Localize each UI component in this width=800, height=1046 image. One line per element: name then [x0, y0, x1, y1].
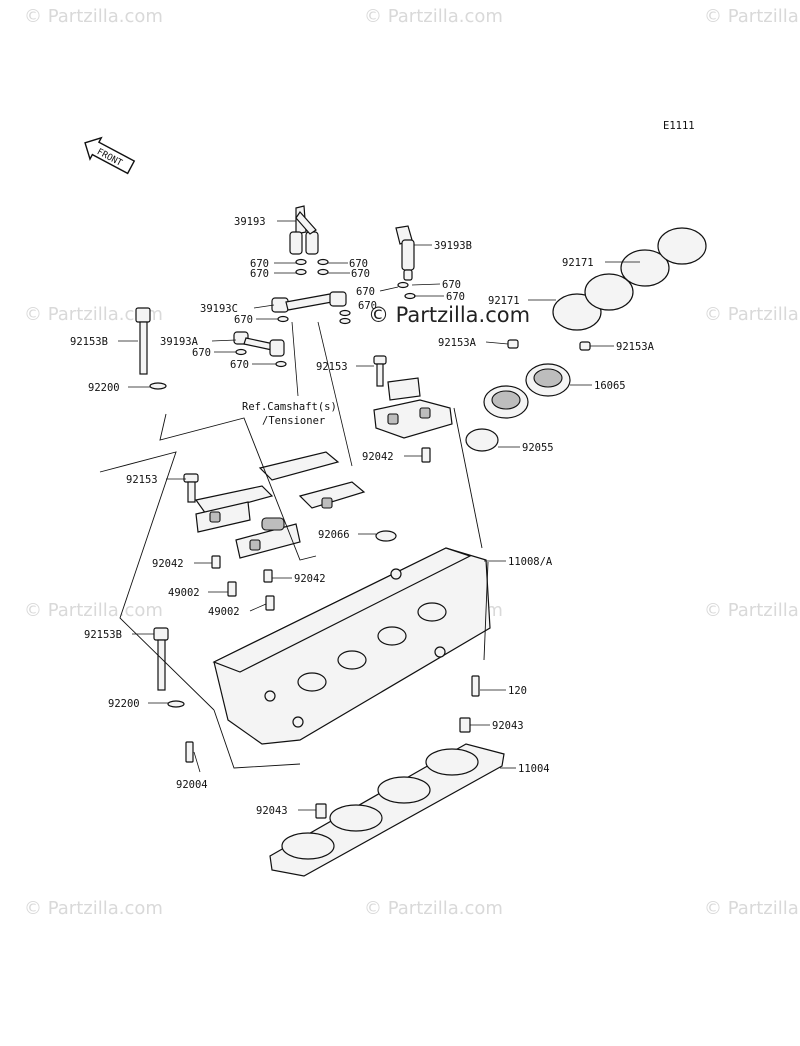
oil-pipe-39193 [289, 205, 319, 255]
center-watermark: © Partzilla.com [368, 303, 530, 327]
cylinder-head [212, 547, 491, 745]
callout-label[interactable]: 92043 [256, 805, 288, 817]
bolt-92153-upper [373, 355, 387, 387]
callout-label[interactable]: 16065 [594, 380, 626, 392]
dowel-92043-right [459, 717, 471, 733]
stud-92004 [185, 741, 194, 763]
callout-label[interactable]: 92055 [522, 442, 554, 454]
watermark: © Partzilla.com [364, 6, 503, 27]
oil-pipe-39193b [395, 225, 415, 281]
callout-label[interactable]: 11008/A [508, 556, 553, 568]
callout-label[interactable]: 670 [250, 258, 269, 270]
watermark: © Partzilla.com [704, 6, 800, 27]
watermark: © Partzilla.com [24, 600, 163, 621]
callout-label[interactable]: 670 [356, 286, 375, 298]
watermark: © Partzilla.com [704, 898, 800, 919]
callout-label[interactable]: 92153B [70, 336, 108, 348]
callout-label[interactable]: 11004 [518, 763, 550, 775]
bolt-92153-middle [183, 473, 199, 503]
callout-label[interactable]: 49002 [208, 606, 240, 618]
callout-label[interactable]: 670 [446, 291, 465, 303]
callout-label[interactable]: 670 [349, 258, 368, 270]
callout-label[interactable]: 120 [508, 685, 527, 697]
callout-label[interactable]: 670 [250, 268, 269, 280]
intake-holder-group [465, 227, 707, 452]
front-direction-arrow-icon: FRONT [84, 136, 136, 175]
callout-label[interactable]: 92153B [84, 629, 122, 641]
dowel-group [211, 555, 275, 611]
watermark: © Partzilla.com [24, 304, 163, 325]
oil-pipe-39193c [271, 291, 347, 313]
callout-label[interactable]: 670 [234, 314, 253, 326]
dowel-92043-left [315, 803, 327, 819]
callout-label[interactable]: 670 [192, 347, 211, 359]
reference-note-line-1: Ref.Camshaft(s) [242, 401, 337, 413]
callout-label[interactable]: 92171 [488, 295, 520, 307]
callout-label[interactable]: 92153A [438, 337, 477, 349]
callout-label[interactable]: 92171 [562, 257, 594, 269]
callout-label[interactable]: 92200 [88, 382, 120, 394]
watermark: © Partzilla.com [24, 898, 163, 919]
callout-label[interactable]: 92042 [152, 558, 184, 570]
diagram-code: E1111 [663, 120, 695, 132]
callout-label[interactable]: 670 [230, 359, 249, 371]
watermark: © Partzilla.com [704, 600, 800, 621]
callout-label[interactable]: 670 [442, 279, 461, 291]
oil-pipe-39193a [233, 331, 285, 357]
camshaft-holder-group [194, 451, 366, 559]
callout-label[interactable]: 670 [351, 268, 370, 280]
stud-120 [471, 675, 480, 697]
plug-92066 [375, 530, 397, 542]
callout-label[interactable]: 39193C [200, 303, 238, 315]
callout-label[interactable]: 92004 [176, 779, 208, 791]
watermark: © Partzilla.com [364, 898, 503, 919]
bolt-92153b-upper [135, 307, 167, 390]
bolt-92153b-lower [153, 627, 185, 708]
head-gasket [269, 743, 505, 877]
callout-label[interactable]: 670 [358, 300, 377, 312]
callout-label[interactable]: 39193B [434, 240, 472, 252]
callout-labels: 39193 670 670 670 670 39193B 670 670 391… [70, 216, 655, 817]
callout-label[interactable]: 92043 [492, 720, 524, 732]
o-ring-group [235, 258, 416, 368]
part-drawings [135, 205, 707, 877]
callout-label[interactable]: 92200 [108, 698, 140, 710]
reference-note-line-2: /Tensioner [262, 415, 325, 427]
leader-lines [99, 220, 640, 811]
callout-label[interactable]: 92066 [318, 529, 350, 541]
watermark: © Partzilla.com [24, 6, 163, 27]
callout-label[interactable]: 49002 [168, 587, 200, 599]
callout-label[interactable]: 92153 [126, 474, 158, 486]
callout-label[interactable]: 39193A [160, 336, 199, 348]
callout-label[interactable]: 92153A [616, 341, 655, 353]
camshaft-cap-upper-right [373, 377, 453, 463]
callout-label[interactable]: 92042 [294, 573, 326, 585]
watermark: © Partzilla.com [704, 304, 800, 325]
callout-label[interactable]: 39193 [234, 216, 266, 228]
callout-label[interactable]: 92042 [362, 451, 394, 463]
callout-label[interactable]: 92153 [316, 361, 348, 373]
